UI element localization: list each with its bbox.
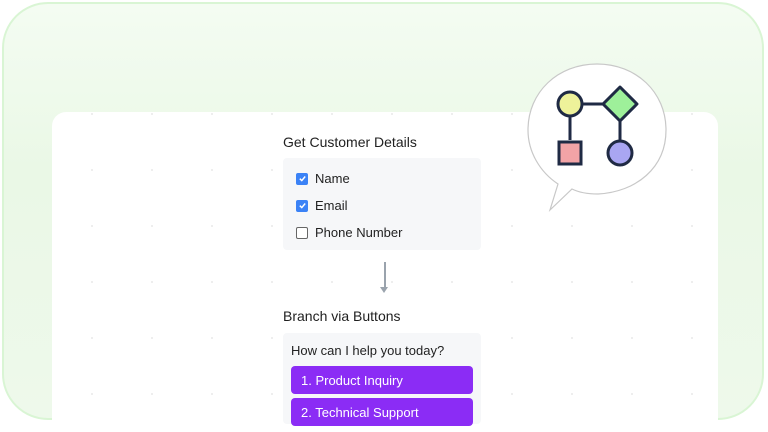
checkbox-unchecked-icon[interactable]	[296, 226, 308, 239]
connector-line	[384, 262, 386, 288]
branch-prompt: How can I help you today?	[291, 343, 445, 358]
field-name[interactable]: Name	[296, 165, 402, 192]
field-email[interactable]: Email	[296, 192, 402, 219]
node-title-customer-details: Get Customer Details	[283, 134, 417, 150]
field-label: Phone Number	[315, 225, 403, 240]
field-label: Name	[315, 171, 350, 186]
flowchart-icon	[556, 85, 639, 167]
arrow-down-icon	[380, 287, 388, 293]
checkbox-checked-icon[interactable]	[296, 199, 308, 212]
node-title-branch: Branch via Buttons	[283, 308, 401, 324]
branch-button-product-inquiry[interactable]: 1. Product Inquiry	[291, 366, 473, 394]
checkbox-checked-icon[interactable]	[296, 172, 308, 185]
field-phone-number[interactable]: Phone Number	[296, 219, 402, 246]
flowchart-bubble	[526, 62, 668, 219]
field-label: Email	[315, 198, 348, 213]
customer-details-card: Name Email Phone Number	[283, 158, 481, 250]
branch-button-technical-support[interactable]: 2. Technical Support	[291, 398, 473, 426]
